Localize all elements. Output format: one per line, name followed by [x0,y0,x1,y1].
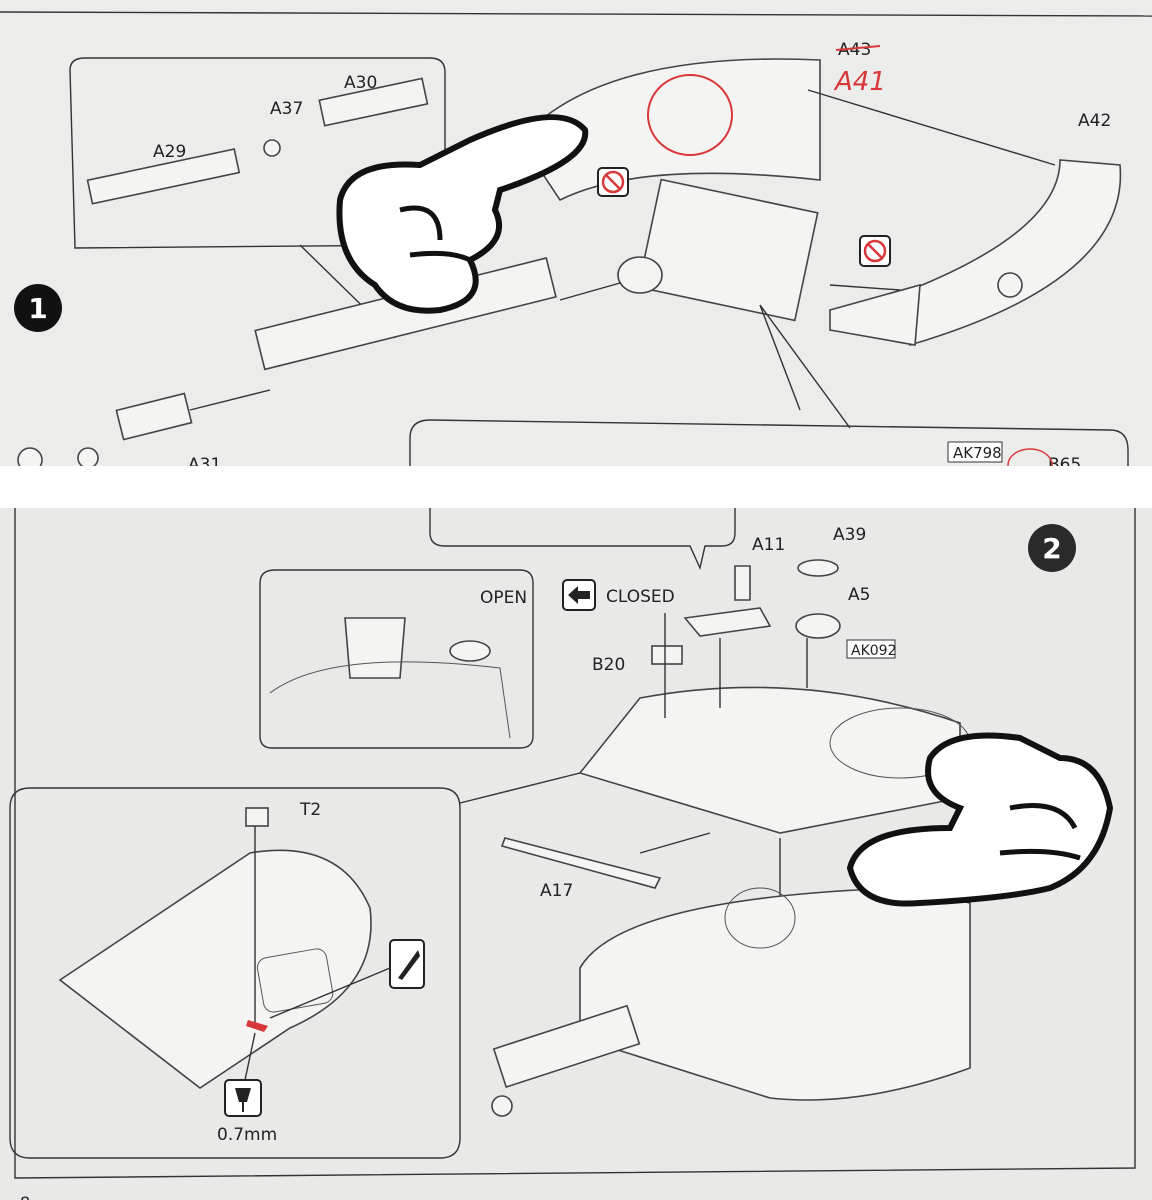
part-a39 [797,559,839,577]
red-drill-mark [246,1020,268,1032]
label-ak092: AK092 [851,643,896,659]
label-a37: A37 [270,99,303,119]
step-1-panel: A29 A37 A30 1 A43 A41 A42 A31 AK798 B65 [0,0,1152,466]
step-2-panel: OPEN CLOSED A11 A39 A5 AK092 B20 A17 2 T… [0,508,1152,1200]
label-a31: A31 [188,455,221,466]
gun-mantlet [637,178,819,322]
hobby-knife-icon [389,939,425,989]
label-a42: A42 [1078,111,1111,131]
turret-roof [578,686,961,834]
roof-detail-inset [9,787,461,1159]
lower-callout-box [409,419,1129,466]
part-a11 [734,565,751,601]
label-a30: A30 [344,73,377,93]
pointing-hand-icon [846,732,1114,907]
page-number: 8 [20,1193,30,1200]
label-b20: B20 [592,655,625,675]
drill-size-label: 0.7mm [217,1125,277,1145]
red-circle-mark [647,74,733,156]
part-a29 [86,148,241,205]
step-2-diagram: OPEN CLOSED A11 A39 A5 AK092 B20 A17 2 T… [9,508,1136,1200]
open-label: OPEN [480,588,527,608]
label-a29: A29 [153,142,186,162]
label-a11: A11 [752,535,785,555]
closed-icon [562,579,596,611]
no-glue-icon [859,235,891,267]
open-hatch-inset [259,569,534,749]
part-a30 [318,77,429,127]
part-b20 [651,645,683,665]
label-a43-struck: A43 [838,40,871,60]
part-a37 [263,139,281,157]
step-number-badge [14,284,62,332]
pointing-hand-icon [336,114,589,314]
part-a42 [909,159,1122,347]
part-a5 [795,613,841,639]
label-b65: B65 [1048,455,1081,466]
label-t2: T2 [299,800,321,820]
label-a5: A5 [848,585,870,605]
roof-underside [58,849,372,1089]
part-a31 [115,392,193,441]
turret-body [579,887,971,1101]
step-number: 2 [1042,532,1061,565]
label-ak798: AK798 [953,444,1002,462]
part-a17 [500,837,662,889]
closed-label: CLOSED [606,587,675,607]
label-a17: A17 [540,881,573,901]
no-glue-icon [597,167,629,197]
label-a39: A39 [833,525,866,545]
label-a41-handwritten: A41 [833,67,886,97]
step-number: 1 [28,292,47,325]
drill-icon [224,1079,262,1117]
step-1-diagram: A29 A37 A30 1 A43 A41 A42 A31 AK798 B65 [0,11,1152,466]
part-t2 [245,807,269,827]
step-number-badge [1028,524,1076,572]
gun-barrel [492,1004,641,1089]
